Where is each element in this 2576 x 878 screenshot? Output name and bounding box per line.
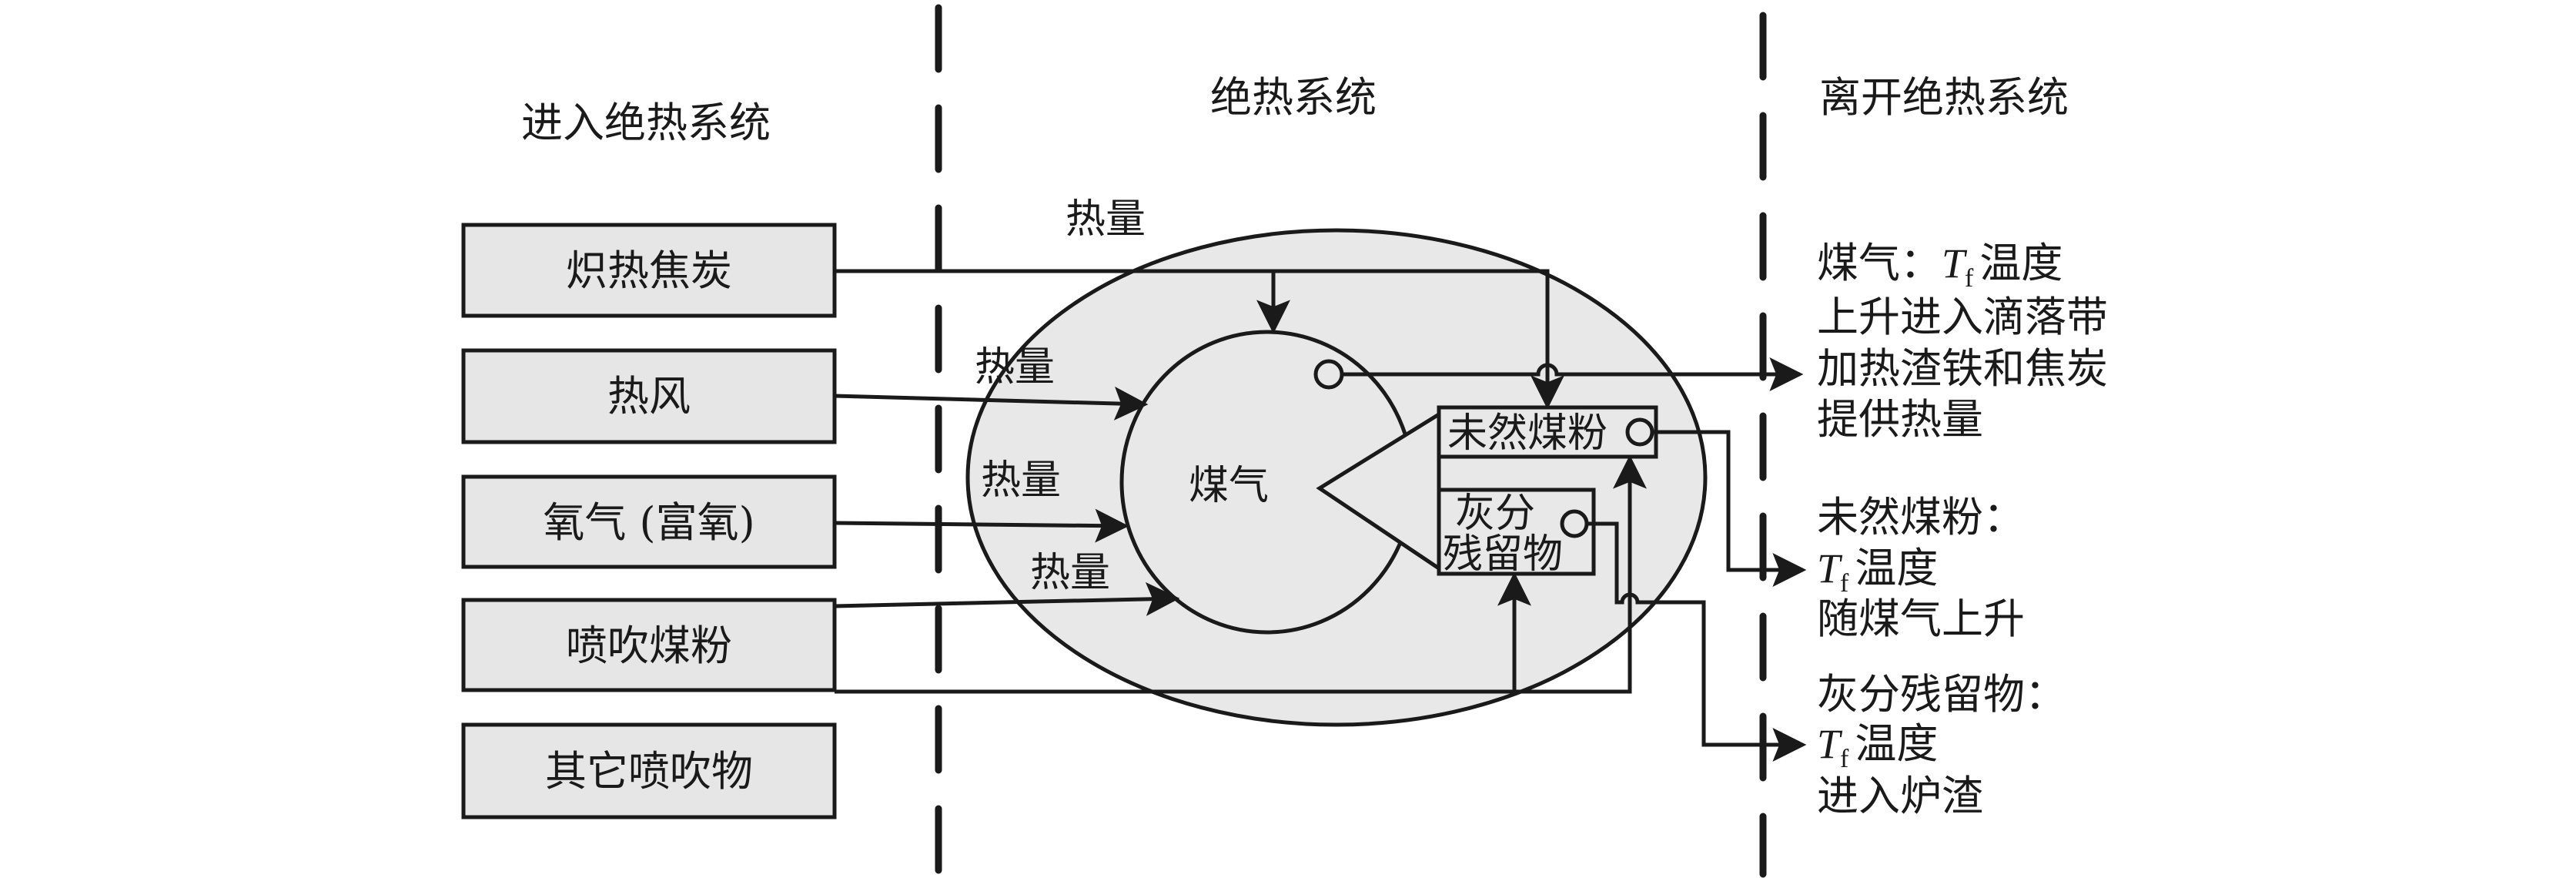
input-box-other-injectants: 其它喷吹物	[461, 722, 837, 819]
gas-exit-arrow	[1342, 357, 1804, 391]
input-box-hot-coke: 炽热焦炭	[461, 223, 837, 318]
oxygen-arrow	[834, 508, 1129, 543]
ash-exit-arrow	[1587, 521, 1807, 762]
output-ash-line: 进入炉渣	[1817, 772, 1983, 820]
section-title-system: 绝热系统	[1210, 73, 1377, 122]
input-label: 喷吹煤粉	[566, 622, 732, 670]
section-title-enter: 进入绝热系统	[521, 99, 771, 147]
output-gas-line: 加热渣铁和焦炭	[1817, 344, 2108, 393]
temp-word: 温度	[1855, 719, 1938, 768]
heat-label-oxygen: 热量	[981, 457, 1061, 504]
ash-residue-outlet	[1560, 509, 1589, 538]
input-box-injected-coal: 喷吹煤粉	[461, 598, 837, 692]
temp-subscript: f	[1965, 264, 1974, 293]
input-box-oxygen: 氧气 (富氧)	[461, 474, 837, 569]
temp-subscript: f	[1840, 745, 1849, 773]
ash-residue-label-line2: 残留物	[1443, 531, 1563, 578]
output-gas-head: 煤气：	[1817, 239, 1942, 287]
gas-outlet	[1313, 359, 1344, 390]
unburnt-coal-label: 未然煤粉	[1447, 411, 1607, 457]
input-label: 氧气 (富氧)	[543, 498, 754, 547]
temp-symbol: T	[1942, 240, 1968, 287]
input-box-hot-blast: 热风	[461, 348, 837, 444]
output-gas-line: 提供热量	[1817, 395, 1983, 444]
injected-coal-feed-line	[835, 454, 1647, 694]
section-title-leave: 离开绝热系统	[1819, 73, 2069, 122]
input-label: 其它喷吹物	[545, 747, 753, 796]
injected-coal-heat-arrow	[834, 581, 1180, 616]
gas-label: 煤气	[1189, 463, 1269, 509]
ash-residue-label-line1: 灰分	[1455, 491, 1535, 537]
temp-symbol: T	[1817, 545, 1843, 591]
hot-blast-arrow	[834, 386, 1149, 421]
temp-word: 温度	[1979, 239, 2062, 287]
input-label: 炽热焦炭	[566, 246, 732, 295]
temp-symbol: T	[1817, 721, 1843, 767]
unburnt-coal-exit-arrow	[1652, 430, 1807, 587]
output-ash-head: 灰分残留物：	[1817, 670, 2066, 719]
heat-label-hot-blast: 热量	[975, 344, 1055, 390]
output-unburnt-line: 随煤气上升	[1817, 595, 2025, 643]
heat-label-top: 热量	[1066, 196, 1146, 243]
unburnt-coal-outlet	[1625, 417, 1654, 447]
input-label: 热风	[607, 372, 691, 421]
temp-word: 温度	[1855, 544, 1938, 592]
temp-subscript: f	[1840, 569, 1849, 598]
hot-coke-flow-line	[835, 269, 1564, 410]
heat-label-coal: 热量	[1030, 550, 1110, 596]
output-unburnt-head: 未然煤粉：	[1817, 493, 2025, 541]
output-gas-line: 上升进入滴落带	[1817, 293, 2108, 341]
